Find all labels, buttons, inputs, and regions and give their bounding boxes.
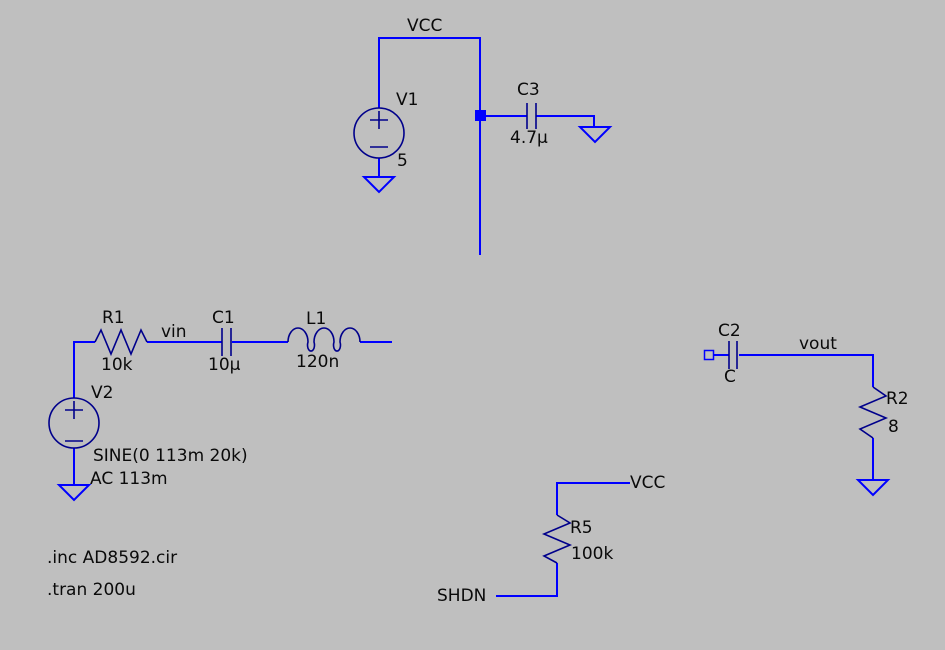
r1-reference-label[interactable]: R1 [102,308,125,328]
resistor-r1-symbol[interactable] [94,327,148,357]
inductor-l1-symbol[interactable] [287,327,361,352]
capacitor-c1-symbol[interactable] [221,328,232,356]
spice-directive-include[interactable]: .inc AD8592.cir [47,548,178,568]
wire-v2-to-r1[interactable] [73,341,95,398]
c1-value-label[interactable]: 10µ [208,355,241,375]
net-label-shdn[interactable]: SHDN [437,586,487,606]
ground-symbol-c3[interactable] [577,126,613,144]
wire-vcc-rail[interactable] [378,37,481,255]
resistor-r5-symbol[interactable] [541,514,573,564]
r1-value-label[interactable]: 10k [101,355,133,375]
v2-sine-value-label[interactable]: SINE(0 113m 20k) [93,446,248,466]
wire-r5-to-shdn[interactable] [496,563,558,597]
wire-c3-right-lead[interactable] [536,115,595,127]
wire-junction-dot[interactable] [475,110,486,121]
ground-symbol-v2[interactable] [56,484,92,502]
plus-sign [65,401,83,419]
ground-symbol-r2[interactable] [855,479,891,497]
c2-value-label[interactable]: C [724,367,736,387]
net-label-vout[interactable]: vout [799,334,837,354]
v2-reference-label[interactable]: V2 [91,383,114,403]
voltage-source-v1-symbol[interactable] [353,107,405,159]
v1-value-label[interactable]: 5 [397,151,408,171]
wire-vout[interactable] [739,354,874,387]
r5-reference-label[interactable]: R5 [570,518,593,538]
capacitor-c3-symbol[interactable] [526,103,537,129]
net-label-vcc-top[interactable]: VCC [407,16,443,36]
net-label-vin[interactable]: vin [161,322,187,342]
capacitor-c2-symbol[interactable] [728,341,738,369]
c1-reference-label[interactable]: C1 [212,308,235,328]
wire-r5-to-vcc[interactable] [556,482,630,515]
ground-symbol-v1[interactable] [361,176,397,194]
c2-reference-label[interactable]: C2 [718,321,741,341]
r2-reference-label[interactable]: R2 [886,389,909,409]
r5-value-label[interactable]: 100k [571,544,614,564]
net-label-vcc-bottom[interactable]: VCC [630,473,666,493]
l1-value-label[interactable]: 120n [296,352,340,372]
spice-directive-tran[interactable]: .tran 200u [47,580,136,600]
plus-sign [370,111,388,129]
voltage-source-v2-symbol[interactable] [48,397,100,449]
unconnected-pin-marker[interactable] [703,349,715,361]
r2-value-label[interactable]: 8 [888,417,899,437]
resistor-r2-symbol[interactable] [857,386,889,439]
c3-reference-label[interactable]: C3 [517,80,540,100]
v2-ac-value-label[interactable]: AC 113m [90,469,168,489]
c3-value-label[interactable]: 4.7µ [510,128,548,148]
l1-reference-label[interactable]: L1 [306,309,327,329]
v1-reference-label[interactable]: V1 [396,90,419,110]
